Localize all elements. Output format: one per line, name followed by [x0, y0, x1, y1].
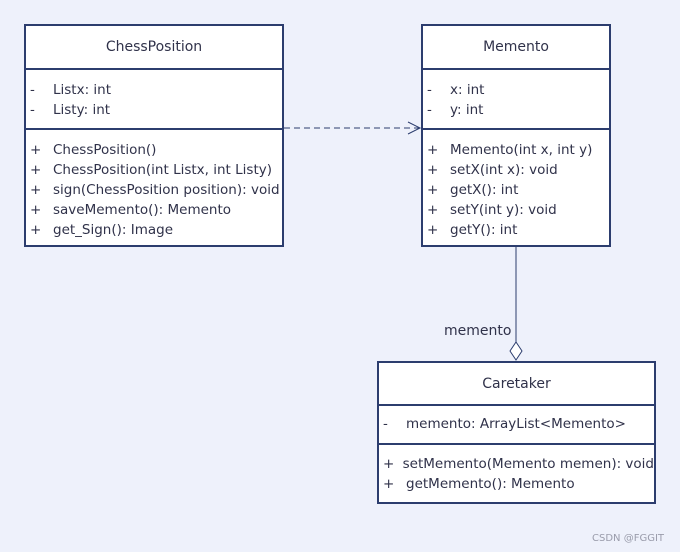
member-row: + setMemento(Memento memen): void: [383, 454, 654, 474]
operations-section: + ChessPosition() + ChessPosition(int Listx…: [26, 130, 282, 240]
class-name: Memento: [423, 26, 609, 70]
visibility-marker: +: [427, 222, 439, 238]
member-row: + saveMemento(): Memento: [30, 200, 282, 220]
dependency-arrow[interactable]: [284, 121, 422, 135]
class-caretaker[interactable]: Caretaker - memento: ArrayList<Memento> +…: [377, 361, 656, 504]
class-name: ChessPosition: [26, 26, 282, 70]
member-row: + Memento(int x, int y): [427, 140, 609, 160]
class-chessposition[interactable]: ChessPosition - Listx: int - Listy: int + Ch…: [24, 24, 284, 247]
visibility-marker: -: [30, 82, 35, 98]
visibility-marker: +: [30, 142, 42, 158]
visibility-marker: +: [427, 162, 439, 178]
operations-section: + setMemento(Memento memen): void + getMeme…: [379, 445, 654, 494]
member-row: - Listx: int: [30, 80, 282, 100]
visibility-marker: +: [427, 142, 439, 158]
attributes-section: - x: int - y: int: [423, 70, 609, 130]
aggregation-diamond: [509, 341, 523, 361]
member-row: - x: int: [427, 80, 609, 100]
visibility-marker: +: [427, 182, 439, 198]
member-row: + sign(ChessPosition position): void: [30, 180, 282, 200]
member-row: - Listy: int: [30, 100, 282, 120]
member-row: + ChessPosition(): [30, 140, 282, 160]
member-text: memento: ArrayList<Memento>: [406, 416, 626, 432]
visibility-marker: +: [30, 182, 42, 198]
member-text: sign(ChessPosition position): void: [53, 182, 280, 198]
visibility-marker: +: [383, 456, 395, 472]
member-row: + getY(): int: [427, 220, 609, 240]
aggregation-line[interactable]: [509, 247, 523, 361]
attributes-section: - memento: ArrayList<Memento>: [379, 406, 654, 445]
member-text: ChessPosition(): [53, 142, 157, 158]
attributes-section: - Listx: int - Listy: int: [26, 70, 282, 130]
operations-section: + Memento(int x, int y) + setX(int x): void…: [423, 130, 609, 240]
member-text: getY(): int: [450, 222, 518, 238]
member-text: Memento(int x, int y): [450, 142, 593, 158]
association-label: memento: [444, 323, 512, 339]
member-text: ChessPosition(int Listx, int Listy): [53, 162, 272, 178]
visibility-marker: +: [30, 222, 42, 238]
member-row: + get_Sign(): Image: [30, 220, 282, 240]
member-text: Listy: int: [53, 102, 111, 118]
member-text: Listx: int: [53, 82, 112, 98]
member-row: + setX(int x): void: [427, 160, 609, 180]
member-text: setY(int y): void: [450, 202, 557, 218]
member-text: setX(int x): void: [450, 162, 558, 178]
visibility-marker: -: [383, 416, 388, 432]
visibility-marker: +: [30, 202, 42, 218]
member-row: + ChessPosition(int Listx, int Listy): [30, 160, 282, 180]
visibility-marker: -: [427, 82, 432, 98]
member-row: - memento: ArrayList<Memento>: [383, 414, 654, 434]
member-text: y: int: [450, 102, 484, 118]
class-name: Caretaker: [379, 363, 654, 406]
member-text: getX(): int: [450, 182, 519, 198]
member-text: getMemento(): Memento: [406, 476, 575, 492]
visibility-marker: +: [30, 162, 42, 178]
member-text: saveMemento(): Memento: [53, 202, 232, 218]
member-row: + getMemento(): Memento: [383, 474, 654, 494]
visibility-marker: -: [427, 102, 432, 118]
member-row: + setY(int y): void: [427, 200, 609, 220]
watermark: CSDN @FGGIT: [592, 533, 664, 544]
member-row: + getX(): int: [427, 180, 609, 200]
class-memento[interactable]: Memento - x: int - y: int + Memento(int x, i…: [421, 24, 611, 247]
member-text: setMemento(Memento memen): void: [402, 456, 654, 472]
member-row: - y: int: [427, 100, 609, 120]
visibility-marker: +: [383, 476, 395, 492]
visibility-marker: -: [30, 102, 35, 118]
member-text: x: int: [450, 82, 485, 98]
member-text: get_Sign(): Image: [53, 222, 174, 238]
visibility-marker: +: [427, 202, 439, 218]
